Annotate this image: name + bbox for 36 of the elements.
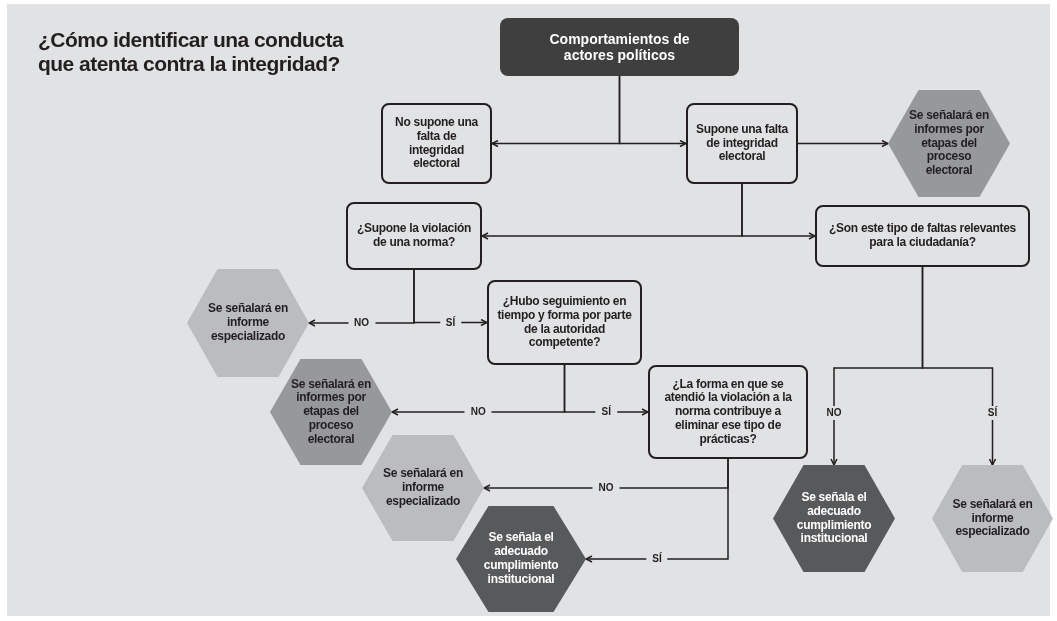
node-text: Se señalará en informe especializado xyxy=(207,302,289,344)
outcome-hexagon xyxy=(773,465,895,572)
question-box xyxy=(815,205,1030,267)
node-text: ¿Son este tipo de faltas relevantes para la ciudadanía? xyxy=(828,222,1017,250)
node-text: ¿Supone la violación de una norma? xyxy=(356,222,472,250)
node-text: Se señalará en informe especializado xyxy=(382,467,464,509)
question-box xyxy=(487,280,642,365)
node-text: Supone una falta de integridad electoral xyxy=(696,122,788,165)
arrow xyxy=(563,364,649,416)
question-box xyxy=(381,103,492,184)
arrow xyxy=(797,139,889,148)
outcome-hexagon xyxy=(362,435,484,541)
start-box xyxy=(500,18,739,76)
question-box xyxy=(648,365,808,459)
outcome-hexagon xyxy=(456,506,586,612)
title: ¿Cómo identificar una conducta que atenta contra la integridad? xyxy=(38,28,345,77)
arrow xyxy=(741,183,816,240)
node-text: Se señalará en informe especializado xyxy=(951,497,1034,540)
outcome-hexagon xyxy=(187,269,309,377)
node-text: Se señalará en informes por etapas del proceso electoral xyxy=(290,377,372,447)
node-text: Se señala el adecuado cumplimiento institucional xyxy=(795,490,873,547)
arrow xyxy=(585,458,729,563)
arrow xyxy=(413,269,488,327)
node-text: Se señalará en informes por etapas del proceso electoral xyxy=(908,109,990,178)
outcome-hexagon xyxy=(270,359,392,465)
node-text: No supone una falta de integridad electoral xyxy=(394,115,480,172)
node-text: Se señala el adecuado cumplimiento institucional xyxy=(482,531,560,587)
outcome-hexagon xyxy=(932,465,1053,572)
node-text: ¿Hubo seguimiento en tiempo y forma por parte de la autoridad competente? xyxy=(497,294,632,351)
arrow xyxy=(921,266,997,466)
question-box xyxy=(686,103,798,184)
outcome-hexagon xyxy=(888,90,1010,197)
question-box xyxy=(346,202,482,270)
arrow xyxy=(618,75,687,148)
node-text: ¿La forma en que se atendió la violación a la norma contribuye a eliminar ese tipo de prácticas? xyxy=(663,377,793,447)
node-text: Comportamientos de actores políticos xyxy=(548,30,691,64)
